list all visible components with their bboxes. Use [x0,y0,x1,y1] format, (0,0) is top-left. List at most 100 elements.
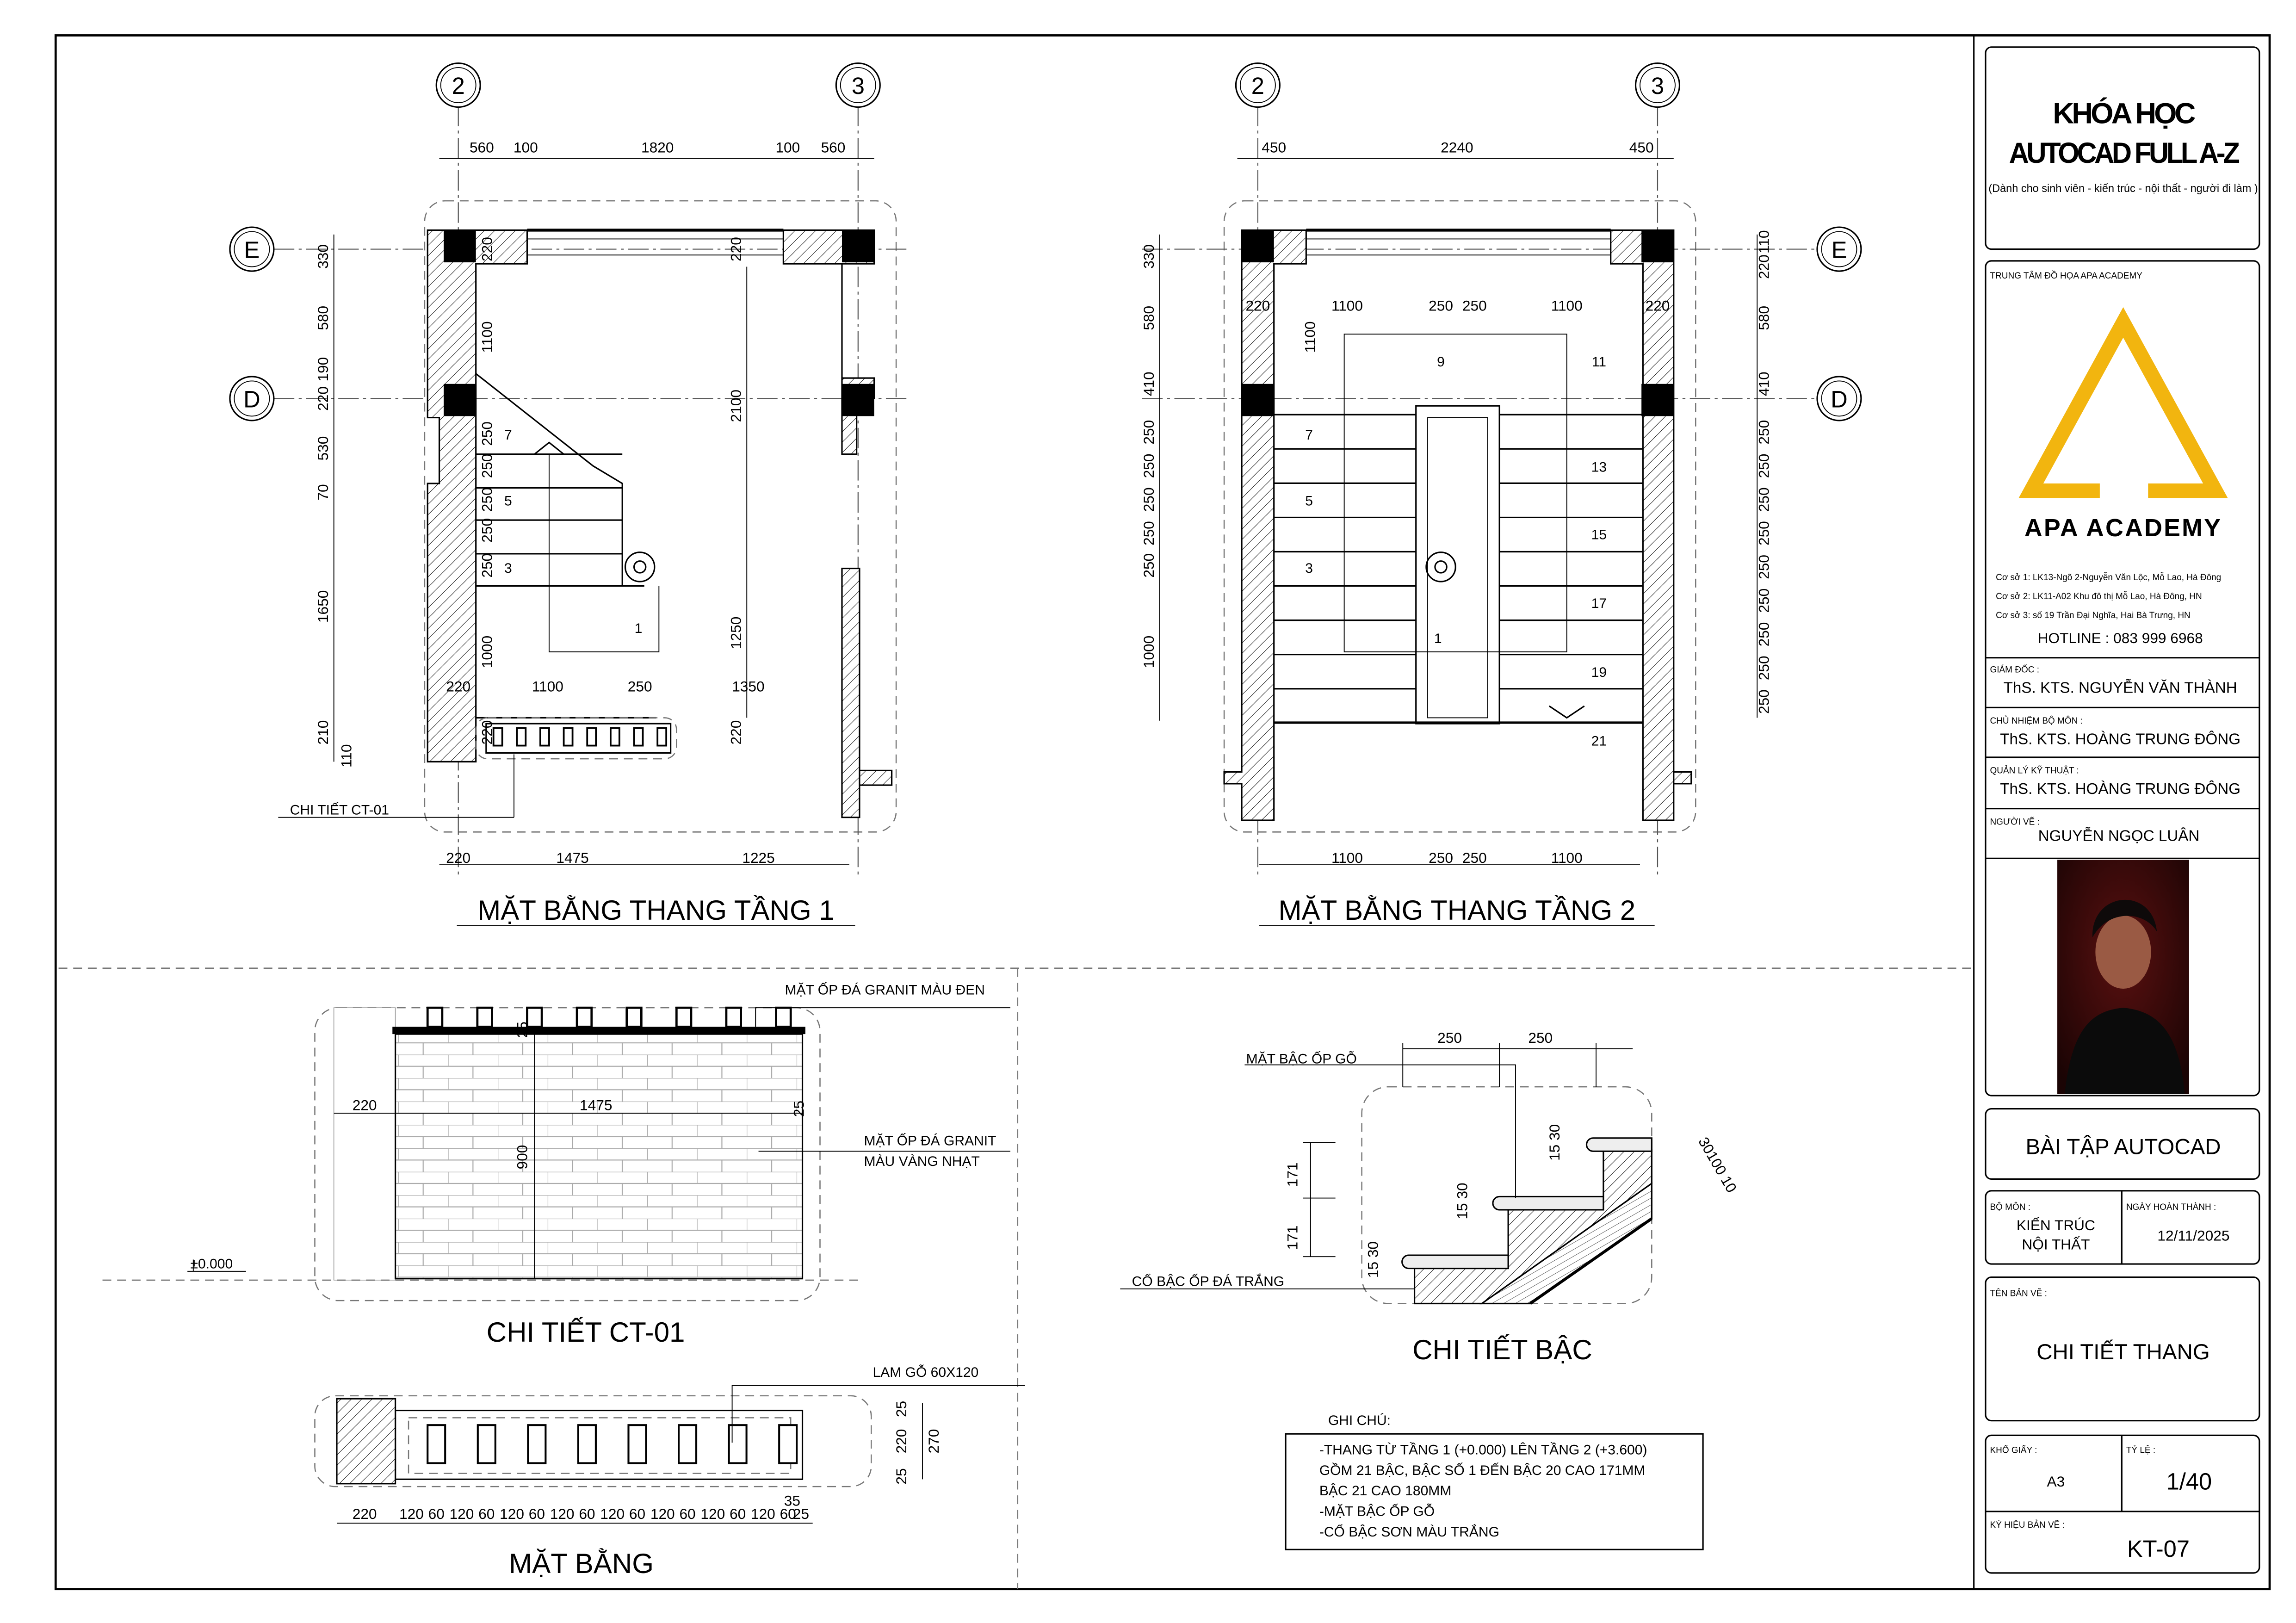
date-label: NGÀY HOÀN THÀNH : [2126,1202,2216,1212]
dimension-label: 250 [1140,487,1157,512]
apa-logo-icon [2018,307,2228,498]
dimension-label: 250 [1462,297,1487,314]
code-label: KÝ HIỆU BẢN VẼ : [1990,1520,2064,1530]
dimension-label: 580 [1140,306,1157,330]
louver-mark [633,727,644,747]
dept-label: BỘ MÔN : [1990,1202,2030,1212]
ct01-plan-mark [475,717,677,760]
dimension-label: 250 [1756,487,1772,512]
notes-heading: GHI CHÚ: [1328,1413,1391,1428]
plan-boundary [1223,200,1696,833]
dimension-label: 250 [1462,849,1487,866]
wood-louver [477,1424,496,1464]
dimension-label: 60 [780,1505,796,1522]
grid-bubble: 2 [1235,62,1281,108]
dimension-label: 410 [1140,372,1157,396]
dimension-label: 250 [479,454,495,478]
label-granite-black: MẶT ỐP ĐÁ GRANIT MÀU ĐEN [785,982,985,998]
tech-label: QUẢN LÝ KỸ THUẬT : [1990,766,2079,776]
scale-value: 1/40 [2166,1468,2212,1494]
wood-louver [678,1424,698,1464]
title-block: KHÓA HỌC AUTOCAD FULL A-Z (Dành cho sinh… [1985,46,2260,1574]
dimension-label: 1100 [1331,849,1363,866]
step-number: 15 [1591,527,1607,542]
callout-ct01: CHI TIẾT CT-01 [290,802,389,818]
louver [526,1006,543,1028]
dimension-label: 70 [315,484,331,500]
granite-yellow-panel [395,1033,804,1280]
dimension-label: 220 [478,237,495,261]
address-3: Cơ sở 3: số 19 Trần Đại Nghĩa, Hai Bà Tr… [1996,611,2191,620]
notes: GHI CHÚ: -THANG TỪ TẦNG 1 (+0.000) LÊN T… [1285,1413,1704,1550]
dimension-label: 220 [1756,254,1772,279]
level-mark: ±0.000 [190,1257,233,1272]
tech-name: ThS. KTS. HOÀNG TRUNG ĐÔNG [2000,780,2240,798]
dimension-label: 220 [893,1429,910,1454]
dimension-label: 1475 [556,849,588,866]
dimension-label: 220 [446,678,470,694]
dimension-label: 1225 [742,849,774,866]
dept-value-2: NỘI THẤT [2022,1236,2090,1252]
dimension-label: 450 [1262,139,1286,156]
louver [675,1006,693,1028]
step-number: 21 [1591,734,1607,749]
wood-louver [427,1424,446,1464]
dimension-label: 1475 [580,1097,612,1114]
dimension-label: 120 [450,1505,474,1522]
dept-value-1: KIẾN TRÚC [2017,1217,2095,1233]
dimension-label: 450 [1629,139,1654,156]
louver [426,1006,444,1028]
dimension-label: 15 30 [1454,1183,1471,1219]
dimension-label: 120 [399,1505,424,1522]
dimension-label: 250 [1429,849,1453,866]
director-name: ThS. KTS. NGUYỄN VĂN THÀNH [2004,679,2237,697]
dimension-label: 250 [1140,454,1157,478]
head-name: ThS. KTS. HOÀNG TRUNG ĐÔNG [2000,730,2240,748]
dimension-label: 1250 [728,617,744,649]
grid-bubble: E [229,226,275,272]
dimension-label: 60 [679,1505,695,1522]
dimension-label: 1100 [1301,321,1318,353]
label-white-stone-riser: CỔ BẬC ỐP ĐÁ TRẮNG [1132,1274,1284,1289]
logo-text: APA ACADEMY [2024,514,2222,542]
step-number: 9 [1437,354,1445,370]
dimension-label: 580 [1756,306,1772,330]
step-number: 5 [504,493,512,508]
note-line: -THANG TỪ TẦNG 1 (+0.000) LÊN TẦNG 2 (+3… [1319,1442,1647,1458]
dimension-label: 250 [1756,521,1772,545]
paper-label: KHỔ GIẤY : [1990,1445,2037,1455]
dimension-label: 330 [315,244,331,269]
dimension-label: 100 [775,139,800,156]
address-1: Cơ sở 1: LK13-Ngõ 2-Nguyễn Văn Lộc, Mỗ L… [1996,572,2221,582]
dimension-label: 580 [315,306,331,330]
dimension-label: 1650 [315,590,331,623]
dimension-label: 60 [579,1505,595,1522]
label-granite-yellow-2: MÀU VÀNG NHẠT [864,1154,979,1169]
plan-title: MẶT BẰNG THANG TẦNG 2 [1278,895,1635,926]
grid-bubble: D [1816,376,1862,421]
note-line: -CỔ BẬC SƠN MÀU TRẮNG [1319,1524,1499,1540]
dimension-label: 250 [1756,420,1772,445]
step-number: 3 [504,561,512,576]
center-name: TRUNG TÂM ĐỒ HỌA APA ACADEMY [1990,271,2142,281]
dimension-label: 15 30 [1546,1124,1563,1161]
dimension-label: 250 [1140,521,1157,545]
dimension-label: 30100 10 [1695,1134,1740,1195]
dimension-label: 171 [1284,1163,1300,1187]
wood-louver [627,1424,647,1464]
grid-label: 3 [852,73,865,99]
dimension-label: 250 [1528,1029,1553,1046]
dimension-label: 410 [1756,372,1772,396]
label-granite-yellow-1: MẶT ỐP ĐÁ GRANIT [864,1133,996,1149]
dimension-label: 1100 [1331,297,1363,314]
grid-label: 2 [1251,73,1264,99]
louver-mark [656,727,668,747]
head-label: CHỦ NHIỆM BỘ MÔN : [1990,716,2082,726]
grid-bubble: 3 [835,62,881,108]
step-number: 3 [1305,561,1313,576]
wood-louver [728,1424,748,1464]
